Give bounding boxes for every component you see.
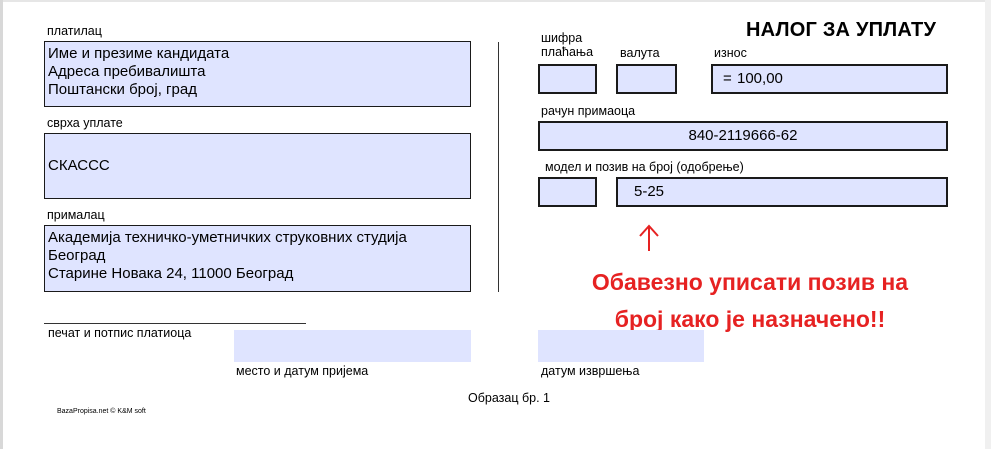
amount-field[interactable]: = 100,00 [711, 64, 948, 94]
payer-field[interactable]: Име и презиме кандидата Адреса пребивали… [44, 41, 471, 107]
purpose-value: СКАССС [48, 157, 110, 174]
arrow-up-icon [639, 224, 659, 251]
amount-prefix: = [723, 70, 732, 87]
amount-value: 100,00 [737, 70, 783, 87]
reference-model-field[interactable] [538, 177, 597, 207]
place-date-label: место и датум пријема [236, 364, 369, 378]
recipient-line-2: Београд [48, 247, 106, 264]
reference-label: модел и позив на број (одобрење) [545, 160, 744, 174]
recipient-field[interactable]: Академија техничко-уметничких струковних… [44, 225, 471, 292]
recipient-line-3: Старине Новака 24, 11000 Београд [48, 265, 294, 282]
account-value: 840-2119666-62 [688, 127, 798, 144]
payment-code-label-2: плаћања [541, 45, 594, 59]
recipient-line-1: Академија техничко-уметничких струковних… [48, 229, 407, 246]
recipient-label: прималац [47, 208, 105, 222]
warning-line-1: Обавезно уписати позив на [591, 269, 909, 295]
account-label: рачун примаоца [541, 104, 636, 118]
center-divider [498, 42, 499, 292]
currency-field[interactable] [616, 64, 677, 94]
payment-code-label-1: шифра [541, 31, 583, 45]
amount-label: износ [714, 46, 747, 60]
purpose-label: сврха уплате [47, 116, 123, 130]
payer-label: платилац [47, 24, 102, 38]
execution-date-field[interactable] [538, 330, 704, 362]
page-top-edge [0, 0, 991, 2]
execution-date-label: датум извршења [541, 364, 640, 378]
form-number: Образац бр. 1 [468, 391, 550, 405]
form-title: НАЛОГ ЗА УПЛАТУ [746, 19, 937, 41]
account-field[interactable]: 840-2119666-62 [538, 121, 948, 151]
warning-message: Обавезно уписати позив на број како је н… [560, 264, 940, 338]
payer-line-3: Поштански број, град [48, 81, 197, 98]
warning-line-2: број како је назначено!! [614, 306, 886, 332]
reference-number-value: 5-25 [634, 183, 665, 200]
payer-line-1: Име и презиме кандидата [48, 45, 230, 62]
payer-line-2: Адреса пребивалишта [48, 63, 206, 80]
place-date-field[interactable] [234, 330, 471, 362]
page-right-edge [985, 0, 991, 449]
signature-label: печат и потпис платиоца [48, 326, 192, 340]
currency-label: валута [620, 46, 660, 60]
footer-credit: BazaPropisa.net © K&M soft [57, 408, 146, 415]
reference-number-field[interactable]: 5-25 [616, 177, 948, 207]
payment-code-field[interactable] [538, 64, 597, 94]
signature-line [44, 323, 306, 324]
purpose-field[interactable]: СКАССС [44, 133, 471, 199]
page-left-edge [0, 0, 3, 449]
